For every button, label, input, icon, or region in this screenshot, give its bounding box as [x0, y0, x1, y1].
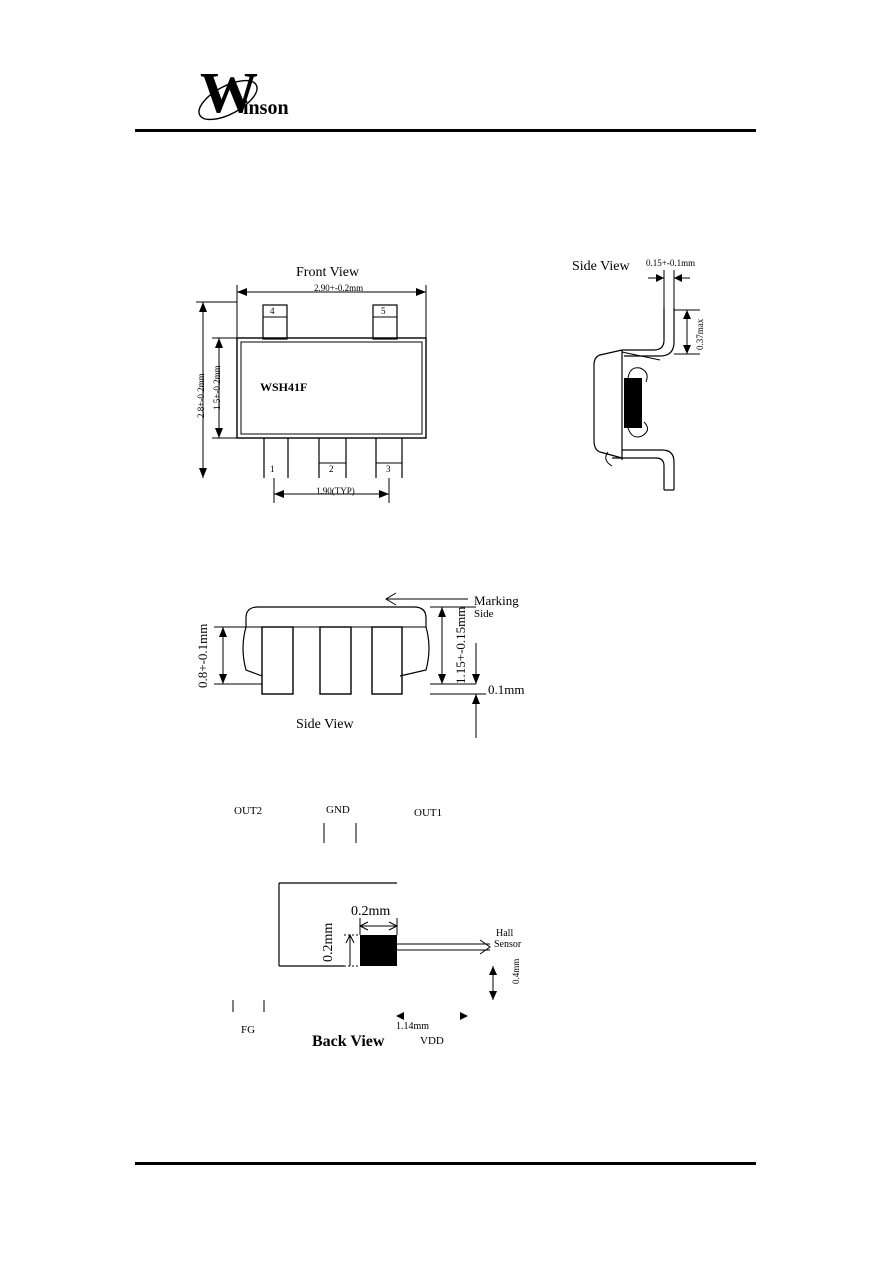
hall-label-1: Hall: [496, 928, 514, 939]
marking-label-2: Side: [474, 608, 494, 620]
sensor-height-dim: 0.2mm: [321, 922, 336, 962]
front-view-title: Front View: [296, 265, 360, 280]
lead-thickness-dim: 0.15+-0.1mm: [646, 258, 696, 268]
pin-vdd-label: VDD: [420, 1035, 444, 1047]
pin-out1-label: OUT1: [414, 807, 443, 819]
horizontal-dim: 1.14mm: [396, 1021, 430, 1032]
side-view-right-title: Side View: [572, 259, 630, 274]
pin-pitch-dim: 1.90(TYP): [316, 486, 355, 496]
offset-dim: 0.4mm: [511, 958, 521, 984]
hall-label-2: Sensor: [494, 939, 522, 950]
pin-1-label: 1: [270, 464, 275, 474]
logo-rest: inson: [243, 97, 289, 119]
company-logo: W inson: [188, 62, 298, 132]
pin-gnd-label: GND: [326, 804, 350, 816]
back-view-title: Back View: [312, 1033, 385, 1050]
pin-2-label: 2: [329, 464, 334, 474]
pin-4-label: 4: [270, 306, 275, 316]
marking-label-1: Marking: [474, 593, 519, 608]
standoff-dim: 0.1mm: [488, 682, 525, 697]
header-rule: [135, 129, 756, 132]
pin-5-label: 5: [381, 306, 386, 316]
footer-rule: [135, 1162, 756, 1165]
pin-fg-label: FG: [241, 1024, 256, 1036]
logo-initial: W: [200, 60, 258, 125]
part-marking: WSH41F: [260, 380, 308, 394]
side-view-bottom-title: Side View: [296, 717, 354, 732]
front-view-width-dim: 2.90+-0.2mm: [314, 283, 364, 293]
pin-3-label: 3: [386, 464, 391, 474]
sensor-width-dim: 0.2mm: [351, 904, 391, 919]
logo-swoosh-icon: [198, 79, 258, 121]
pin-out2-label: OUT2: [234, 805, 263, 817]
